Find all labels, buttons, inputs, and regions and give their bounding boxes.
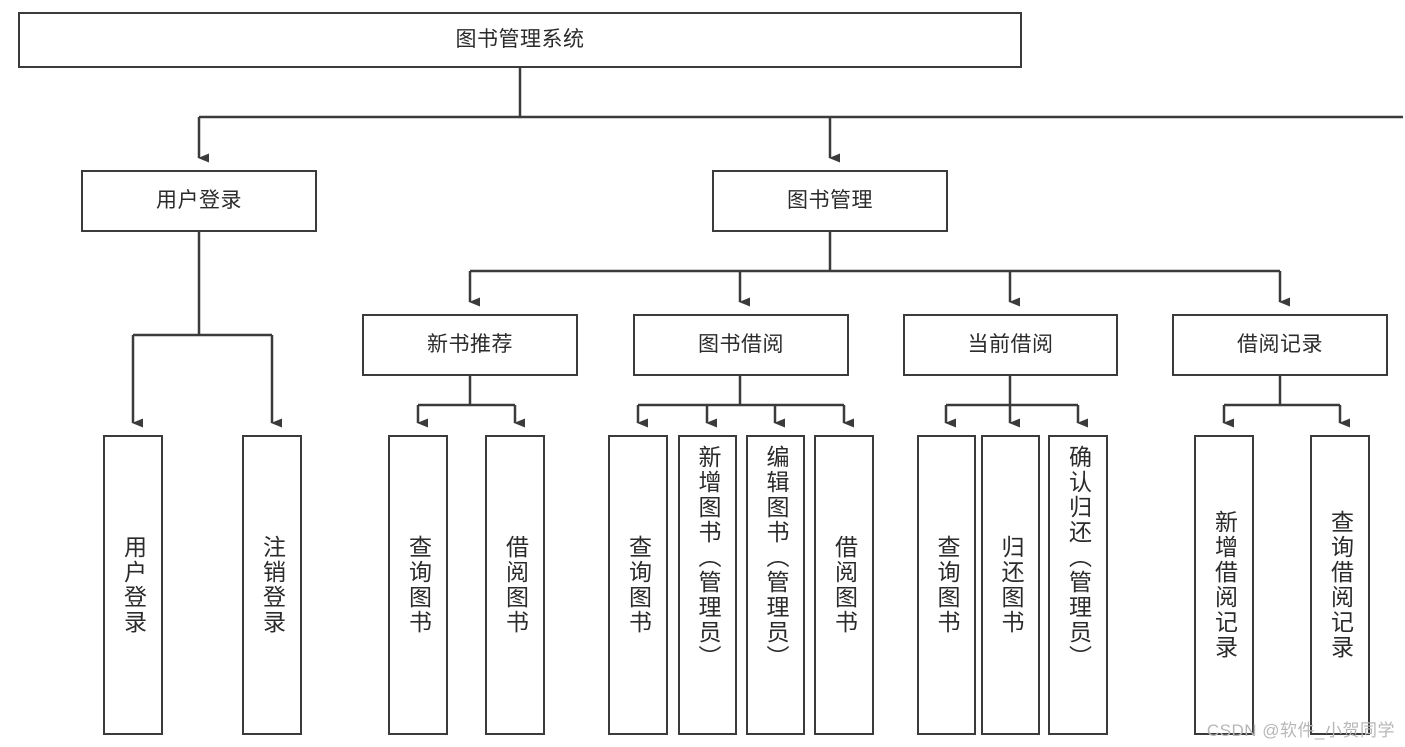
leaf-user-login-login[interactable]: 用户登录 bbox=[103, 435, 163, 735]
leaf-label: 归还图书 bbox=[998, 535, 1024, 635]
leaf-current-borrow-confirm[interactable]: 确认归还（管理员） bbox=[1048, 435, 1108, 735]
node-new-book-recommend[interactable]: 新书推荐 bbox=[362, 314, 578, 376]
node-user-login[interactable]: 用户登录 bbox=[81, 170, 317, 232]
node-borrow-record[interactable]: 借阅记录 bbox=[1172, 314, 1388, 376]
leaf-label: 查询图书 bbox=[934, 535, 960, 635]
leaf-book-borrow-add[interactable]: 新增图书（管理员） bbox=[678, 435, 737, 735]
leaf-book-borrow-edit[interactable]: 编辑图书（管理员） bbox=[746, 435, 805, 735]
node-root[interactable]: 图书管理系统 bbox=[18, 12, 1022, 68]
leaf-label: 新增借阅记录 bbox=[1211, 510, 1238, 660]
leaf-label: 编辑图书（管理员） bbox=[763, 445, 789, 670]
leaf-label: 注销登录 bbox=[259, 535, 286, 635]
node-book-management[interactable]: 图书管理 bbox=[712, 170, 948, 232]
leaf-label: 查询借阅记录 bbox=[1327, 510, 1354, 660]
node-new-book-recommend-label: 新书推荐 bbox=[427, 332, 513, 356]
leaf-record-query[interactable]: 查询借阅记录 bbox=[1310, 435, 1370, 735]
leaf-user-login-logout[interactable]: 注销登录 bbox=[242, 435, 302, 735]
node-current-borrow-label: 当前借阅 bbox=[967, 332, 1054, 356]
leaf-label: 确认归还（管理员） bbox=[1065, 445, 1092, 670]
leaf-record-add[interactable]: 新增借阅记录 bbox=[1194, 435, 1254, 735]
watermark: CSDN @软件_小贺同学 bbox=[1206, 721, 1395, 740]
leaf-new-book-query[interactable]: 查询图书 bbox=[388, 435, 448, 735]
leaf-label: 新增图书（管理员） bbox=[695, 445, 721, 670]
leaf-label: 查询图书 bbox=[625, 535, 652, 635]
node-borrow-record-label: 借阅记录 bbox=[1237, 332, 1323, 356]
leaf-book-borrow-lend[interactable]: 借阅图书 bbox=[814, 435, 874, 735]
leaf-label: 借阅图书 bbox=[831, 535, 858, 635]
node-user-login-label: 用户登录 bbox=[156, 188, 242, 212]
node-current-borrow[interactable]: 当前借阅 bbox=[903, 314, 1118, 376]
leaf-book-borrow-query[interactable]: 查询图书 bbox=[608, 435, 668, 735]
node-book-management-label: 图书管理 bbox=[787, 188, 873, 212]
leaf-current-borrow-return[interactable]: 归还图书 bbox=[981, 435, 1040, 735]
leaf-label: 查询图书 bbox=[405, 535, 432, 635]
leaf-current-borrow-query[interactable]: 查询图书 bbox=[917, 435, 976, 735]
node-root-label: 图书管理系统 bbox=[455, 27, 585, 51]
leaf-label: 用户登录 bbox=[120, 535, 147, 635]
node-book-borrow[interactable]: 图书借阅 bbox=[633, 314, 849, 376]
node-book-borrow-label: 图书借阅 bbox=[698, 332, 784, 356]
leaf-label: 借阅图书 bbox=[502, 535, 529, 635]
leaf-new-book-borrow[interactable]: 借阅图书 bbox=[485, 435, 545, 735]
